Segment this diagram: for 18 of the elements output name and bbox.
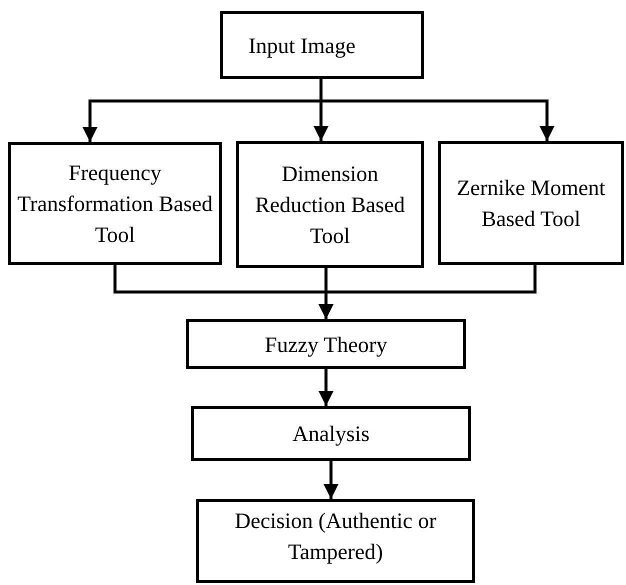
process-box (438, 141, 624, 265)
arrow (318, 265, 536, 319)
process-box (8, 142, 222, 265)
arrow (324, 461, 338, 499)
box-label: Fuzzy Theory (264, 330, 388, 359)
box-label: Analysis (292, 420, 370, 448)
process-box (220, 11, 424, 79)
arrow (320, 79, 554, 141)
arrow (318, 369, 334, 406)
box-label: Zernike Moment Based Tool (456, 174, 606, 233)
box-label: Decision (Authentic or Tampered) (234, 507, 438, 566)
process-box (236, 141, 424, 268)
process-box (196, 499, 475, 583)
process-box (186, 319, 466, 369)
box-label: Input Image (248, 32, 356, 60)
process-box (191, 406, 471, 461)
box-label: Dimension Reduction Based Tool (254, 160, 406, 250)
box-label: Frequency Transformation Based Tool (16, 159, 214, 249)
